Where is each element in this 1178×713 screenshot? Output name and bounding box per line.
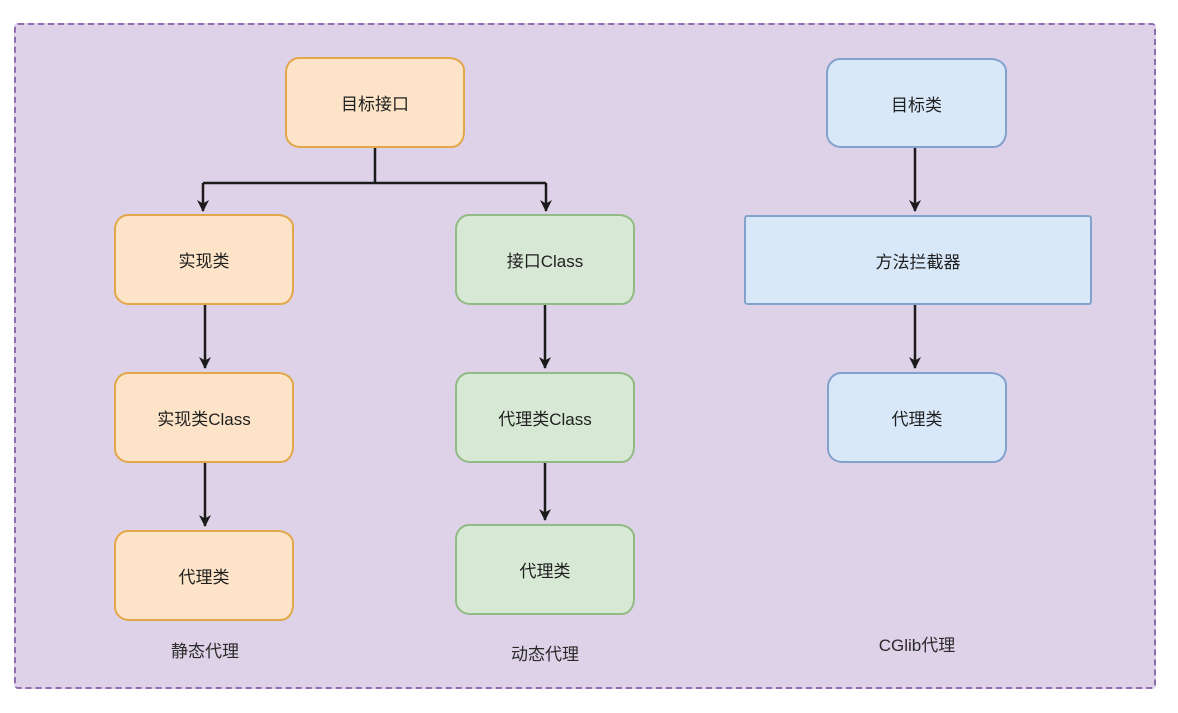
node-target-class: 目标类 [826,58,1007,148]
node-dynamic-proxy-class: 代理类 [455,524,635,615]
node-proxy-class-class: 代理类Class [455,372,635,463]
caption-cglib-proxy: CGlib代理 [878,636,956,655]
caption-dynamic-proxy: 动态代理 [511,645,579,664]
node-cglib-proxy-class: 代理类 [827,372,1007,463]
node-method-interceptor: 方法拦截器 [744,215,1092,305]
node-implementation-class: 实现类 [114,214,294,305]
node-target-interface: 目标接口 [285,57,465,148]
caption-static-proxy: 静态代理 [171,642,239,661]
node-interface-class: 接口Class [455,214,635,305]
node-static-proxy-class: 代理类 [114,530,294,621]
node-implementation-class-class: 实现类Class [114,372,294,463]
